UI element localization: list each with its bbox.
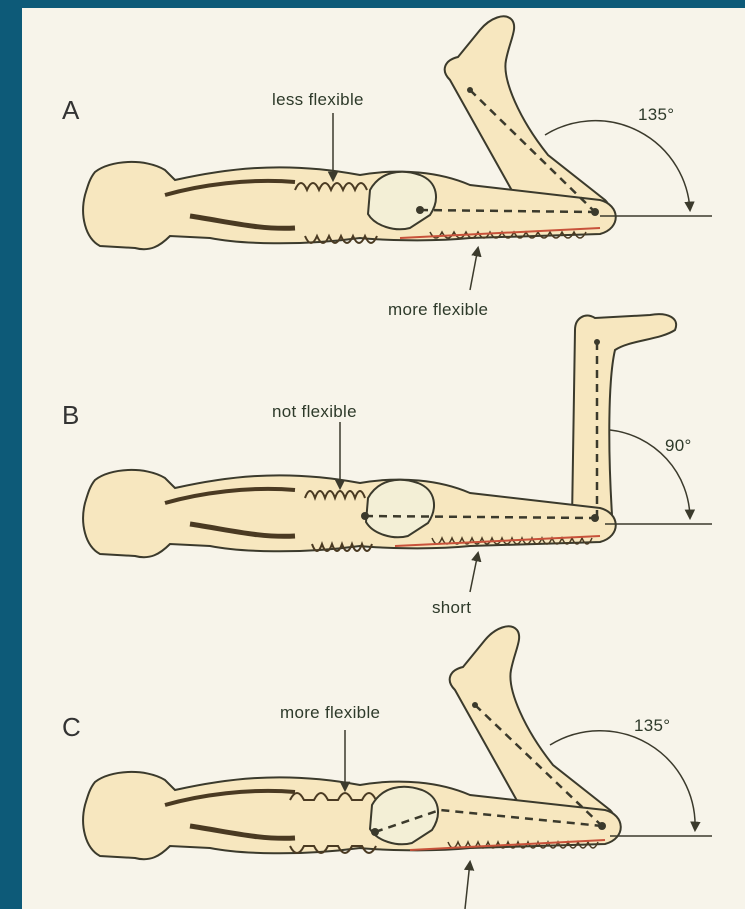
panel-letter-c: C <box>62 712 81 743</box>
raised-leg <box>572 314 676 520</box>
label-short: short <box>432 598 471 618</box>
panel-b <box>83 314 712 592</box>
panel-letter-a: A <box>62 95 79 126</box>
panel-c <box>83 626 712 909</box>
angle-label-c: 135° <box>634 716 670 736</box>
panel-letter-b: B <box>62 400 79 431</box>
angle-label-a: 135° <box>638 105 674 125</box>
label-more-flexible-c: more flexible <box>280 703 380 723</box>
angle-label-b: 90° <box>665 436 692 456</box>
panel-a <box>83 16 712 290</box>
label-not-flexible: not flexible <box>272 402 357 422</box>
label-more-flexible: more flexible <box>388 300 488 320</box>
label-less-flexible: less flexible <box>272 90 364 110</box>
